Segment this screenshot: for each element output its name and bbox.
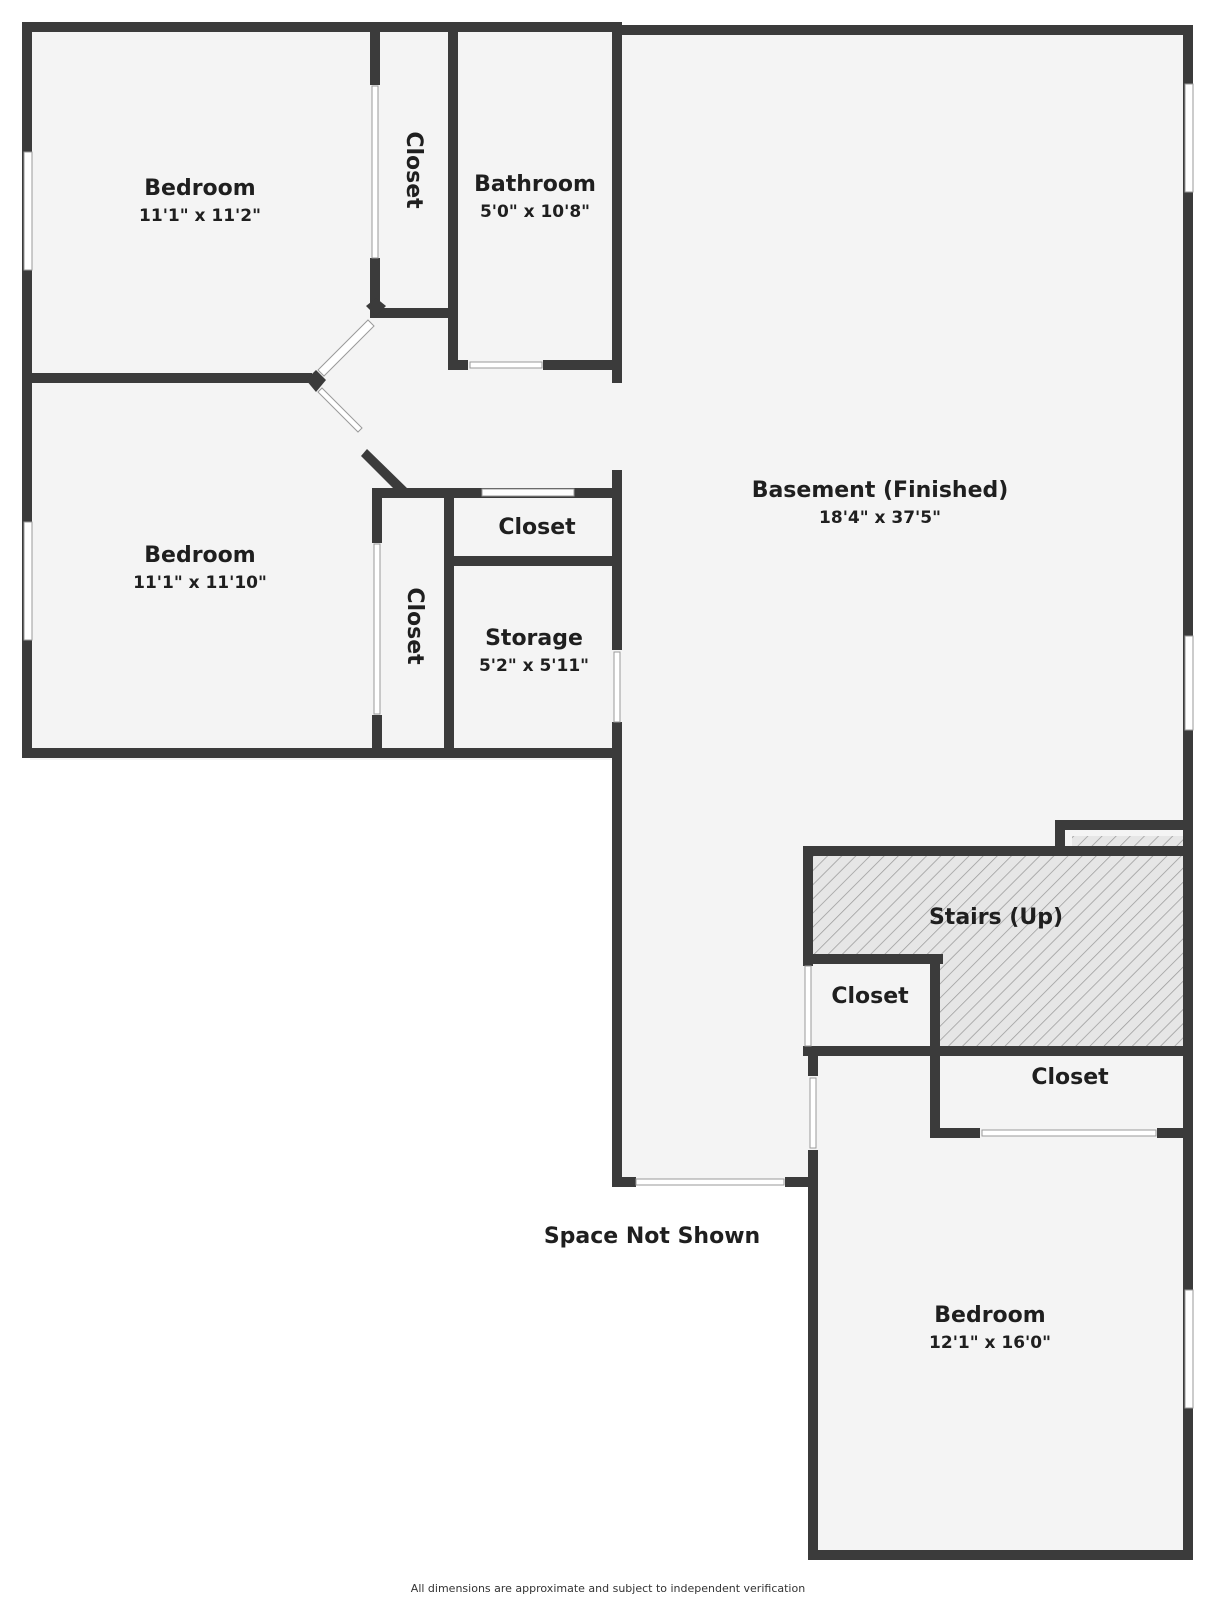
windows bbox=[23, 83, 1194, 1409]
space-not-shown-label: Space Not Shown bbox=[544, 1224, 760, 1249]
closet-5-name: Closet bbox=[1031, 1065, 1109, 1090]
closet-4-name: Closet bbox=[831, 984, 909, 1009]
bedroom-1-dims: 11'1" x 11'2" bbox=[139, 206, 261, 226]
basement-dims: 18'4" x 37'5" bbox=[819, 508, 941, 528]
closet-3-name: Closet bbox=[498, 515, 576, 540]
bathroom-name: Bathroom bbox=[474, 172, 596, 197]
bathroom-dims: 5'0" x 10'8" bbox=[480, 202, 590, 222]
bedroom-3-dims: 12'1" x 16'0" bbox=[929, 1333, 1051, 1353]
disclaimer-text: All dimensions are approximate and subje… bbox=[411, 1582, 805, 1595]
room-labels: Bedroom 11'1" x 11'2" Closet Bathroom 5'… bbox=[133, 131, 1109, 1595]
stairs-hatch bbox=[803, 856, 1185, 954]
closet-2-name: Closet bbox=[402, 587, 427, 665]
walls bbox=[22, 22, 1193, 1560]
bedroom-2-dims: 11'1" x 11'10" bbox=[133, 573, 267, 593]
bedroom-3-name: Bedroom bbox=[934, 1303, 1045, 1328]
bedroom-1-name: Bedroom bbox=[144, 176, 255, 201]
basement-name: Basement (Finished) bbox=[752, 478, 1009, 503]
bedroom-2-name: Bedroom bbox=[144, 543, 255, 568]
storage-name: Storage bbox=[485, 626, 583, 651]
closet-1-name: Closet bbox=[401, 131, 426, 209]
stairs-name: Stairs (Up) bbox=[929, 905, 1063, 930]
storage-dims: 5'2" x 5'11" bbox=[479, 656, 589, 676]
